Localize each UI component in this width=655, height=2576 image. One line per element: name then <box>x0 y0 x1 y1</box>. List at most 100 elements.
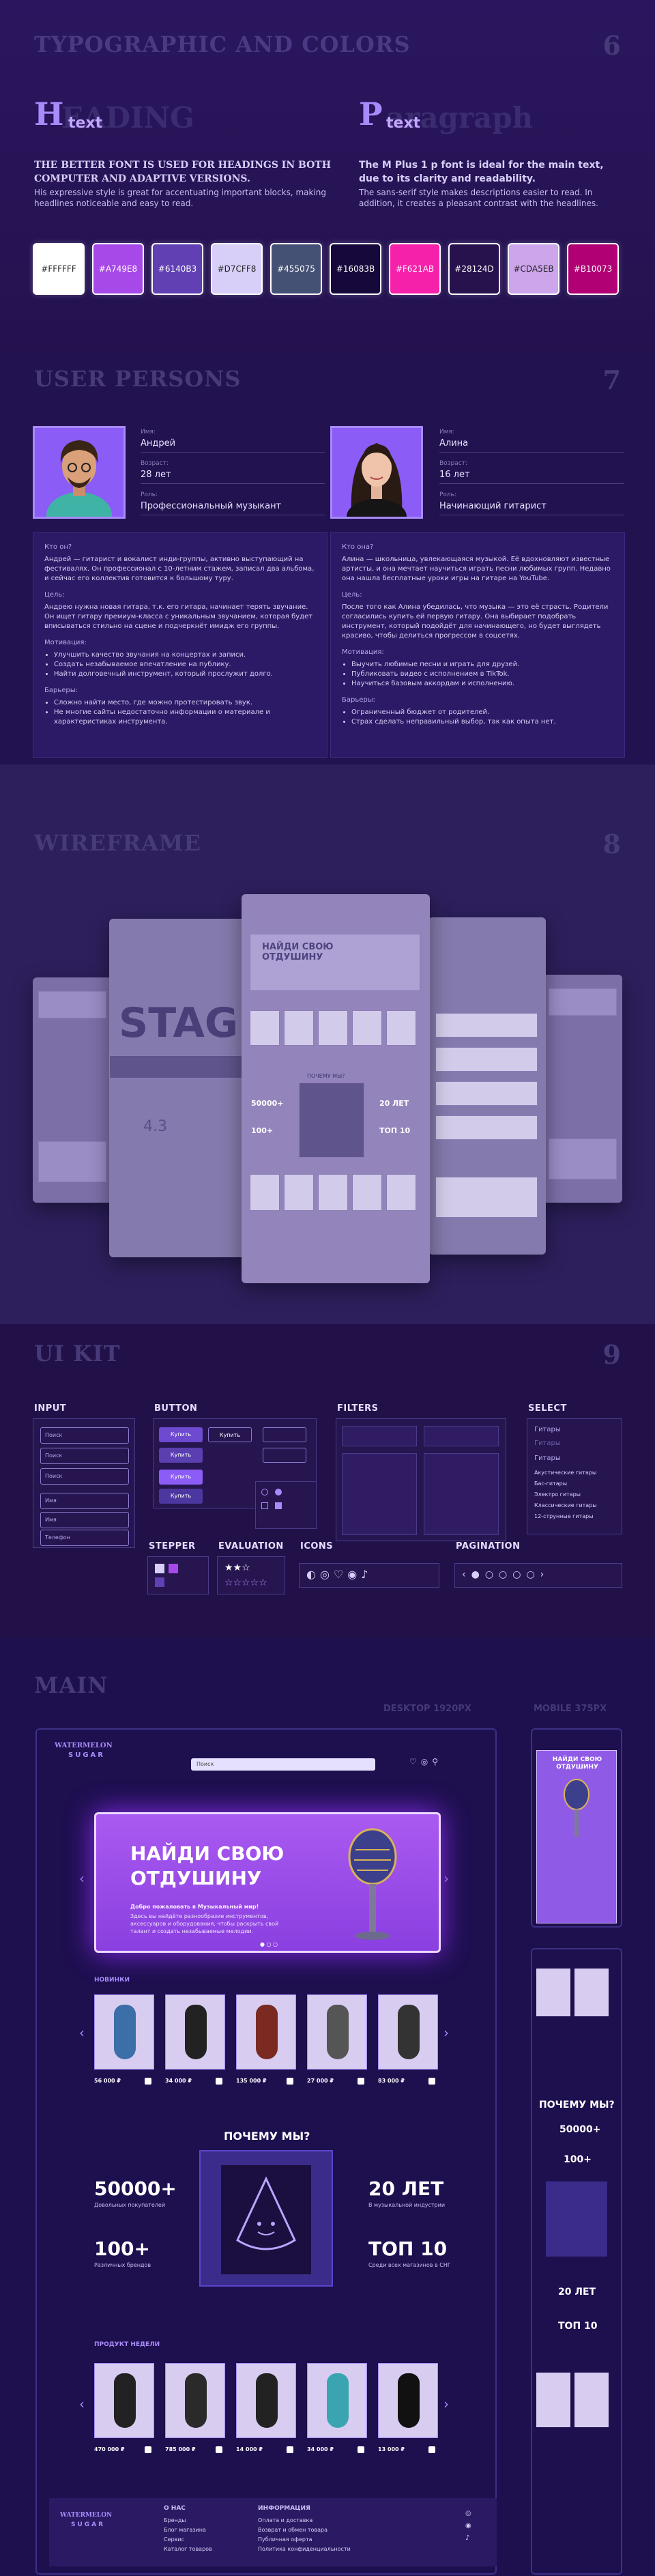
mobile-card[interactable] <box>574 1969 609 2016</box>
add-to-cart-icon[interactable] <box>428 2446 435 2453</box>
product-card[interactable] <box>236 2363 296 2438</box>
add-to-cart-icon[interactable] <box>358 2446 364 2453</box>
header-icons-icon[interactable]: ♡◎⚲ <box>409 1757 443 1766</box>
text-input[interactable]: Имя <box>40 1493 129 1509</box>
stat-label: Довольных покупателей <box>94 2202 166 2208</box>
who-text: Андрей — гитарист и вокалист инди-группы… <box>44 556 315 582</box>
add-to-cart-icon[interactable] <box>216 2446 222 2453</box>
star-rating-icon[interactable]: ☆☆☆☆☆ <box>224 1577 267 1588</box>
minus-icon[interactable] <box>155 1577 164 1587</box>
text-input[interactable]: Имя <box>40 1512 129 1528</box>
filter-list[interactable] <box>342 1453 417 1535</box>
filter-dropdown[interactable] <box>424 1426 499 1446</box>
motivation-list: Выучить любимые песни и играть для друзе… <box>342 660 613 689</box>
footer-logo-sub[interactable]: SUGAR <box>71 2521 106 2528</box>
icon-set-icon[interactable]: ◐◎♡◉♪ <box>306 1568 373 1581</box>
product-card[interactable] <box>165 2363 225 2438</box>
footer-link[interactable]: Бренды <box>164 2517 186 2523</box>
text-input[interactable]: Телефон <box>40 1530 129 1546</box>
buy-button[interactable]: Купить <box>159 1427 203 1442</box>
plus-icon[interactable] <box>169 1564 178 1573</box>
footer-link[interactable]: Публичная оферта <box>258 2536 312 2543</box>
carousel-dots-icon[interactable]: ● ○ ○ <box>260 1941 278 1947</box>
list-item: Страх сделать неправильный выбор, так ка… <box>351 717 613 727</box>
minus-icon[interactable] <box>155 1564 164 1573</box>
mobile-card[interactable] <box>536 1969 570 2016</box>
text-input[interactable]: Поиск <box>40 1427 129 1444</box>
divider <box>141 452 325 453</box>
color-swatch: #CDA5EB <box>508 243 559 295</box>
color-swatch: #B10073 <box>567 243 619 295</box>
select-option[interactable]: Классические гитары <box>534 1502 597 1508</box>
mobile-card[interactable] <box>536 2373 570 2427</box>
pagination-dots-icon[interactable]: ‹●○○○○› <box>462 1569 550 1580</box>
add-to-cart-icon[interactable] <box>216 2078 222 2085</box>
add-to-cart-icon[interactable] <box>145 2446 151 2453</box>
social-icons-icon[interactable]: ◎◉♪ <box>465 2510 471 2542</box>
footer-link[interactable]: Блог магазина <box>164 2527 206 2533</box>
add-to-cart-icon[interactable] <box>145 2078 151 2085</box>
product-card[interactable] <box>94 2363 154 2438</box>
footer-link[interactable]: Сервис <box>164 2536 184 2543</box>
product-card[interactable] <box>307 2363 367 2438</box>
chevron-right-icon[interactable]: › <box>443 1870 449 1887</box>
footer-logo[interactable]: WATERMELON <box>60 2512 113 2519</box>
text-input[interactable]: Поиск <box>40 1448 129 1464</box>
product-card[interactable] <box>307 1994 367 2070</box>
select-option[interactable]: Электро гитары <box>534 1491 581 1498</box>
product-card[interactable] <box>378 2363 438 2438</box>
wireframe-block <box>299 1083 364 1158</box>
buy-button[interactable]: Купить <box>159 1470 203 1485</box>
footer-link[interactable]: Оплата и доставка <box>258 2517 313 2523</box>
mobile-card[interactable] <box>574 2373 609 2427</box>
footer-link[interactable]: Каталог товаров <box>164 2546 212 2552</box>
select-option[interactable]: Акустические гитары <box>534 1470 597 1476</box>
microphone-icon <box>564 1779 590 1837</box>
product-card[interactable] <box>378 1994 438 2070</box>
text-input[interactable]: Поиск <box>40 1468 129 1485</box>
radio-icon[interactable] <box>261 1489 268 1495</box>
select-option[interactable]: Гитары <box>534 1426 561 1433</box>
add-to-cart-icon[interactable] <box>287 2446 293 2453</box>
color-swatch: #A749E8 <box>92 243 144 295</box>
product-card[interactable] <box>94 1994 154 2070</box>
buy-button[interactable]: Купить <box>159 1489 203 1504</box>
add-to-cart-icon[interactable] <box>428 2078 435 2085</box>
chevron-left-icon[interactable]: ‹ <box>79 1870 85 1887</box>
checkbox-icon[interactable] <box>275 1502 282 1509</box>
buy-button[interactable]: Купить <box>208 1427 252 1442</box>
chevron-left-icon[interactable]: ‹ <box>79 2024 85 2041</box>
select-option[interactable]: 12-струнные гитары <box>534 1513 594 1519</box>
footer-about-heading: О НАС <box>164 2505 186 2512</box>
logo[interactable]: WATERMELON <box>55 1742 113 1749</box>
goal-heading: Цель: <box>342 591 362 599</box>
chevron-right-icon[interactable]: › <box>443 2024 449 2041</box>
chevron-left-icon[interactable]: ‹ <box>79 2396 85 2412</box>
select-option[interactable]: Гитары <box>534 1455 561 1462</box>
radio-icon[interactable] <box>275 1489 282 1495</box>
filter-dropdown[interactable] <box>342 1426 417 1446</box>
add-to-cart-icon[interactable] <box>287 2078 293 2085</box>
logo-sub[interactable]: SUGAR <box>68 1751 105 1759</box>
guitar-icon <box>114 2373 136 2428</box>
select-option[interactable]: Гитары <box>534 1440 561 1447</box>
product-price: 27 000 ₽ <box>307 2078 334 2084</box>
footer-link[interactable]: Возврат и обмен товара <box>258 2527 328 2533</box>
filter-list[interactable] <box>424 1453 499 1535</box>
buy-button[interactable]: Купить <box>159 1448 203 1463</box>
checkbox-icon[interactable] <box>261 1502 268 1509</box>
select-option[interactable]: Бас-гитары <box>534 1480 568 1487</box>
product-week-heading: ПРОДУКТ НЕДЕЛИ <box>94 2341 160 2348</box>
star-rating-icon[interactable]: ★★☆ <box>224 1562 250 1573</box>
outline-button[interactable] <box>263 1427 306 1442</box>
footer-link[interactable]: Политика конфиденциальности <box>258 2546 351 2552</box>
search-input[interactable]: Поиск <box>191 1758 375 1771</box>
product-card[interactable] <box>236 1994 296 2070</box>
chevron-right-icon[interactable]: › <box>443 2396 449 2412</box>
section-title: USER PERSONS <box>34 366 242 392</box>
wireframe-card <box>386 1174 416 1211</box>
product-card[interactable] <box>165 1994 225 2070</box>
outline-button[interactable] <box>263 1448 306 1463</box>
add-to-cart-icon[interactable] <box>358 2078 364 2085</box>
product-price: 785 000 ₽ <box>165 2446 196 2452</box>
